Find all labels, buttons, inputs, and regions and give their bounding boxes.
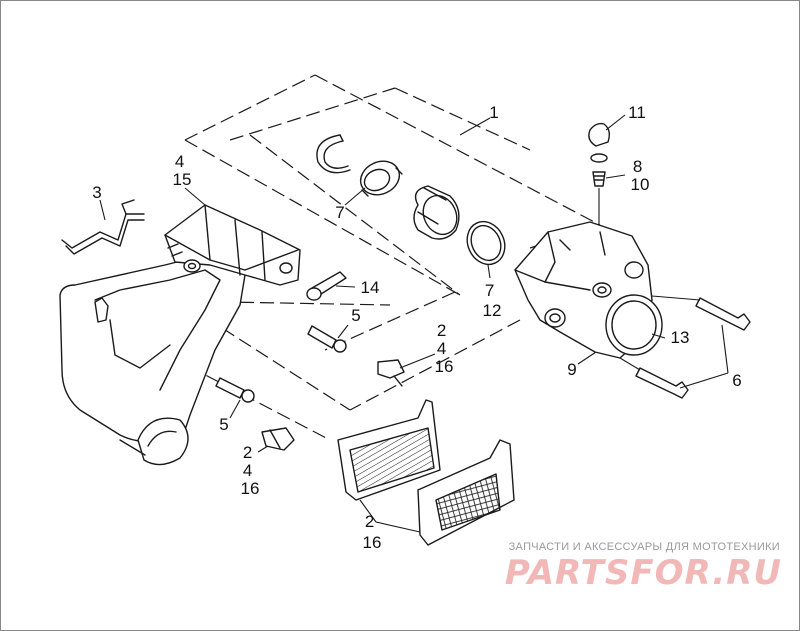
callout-1: 1 <box>489 103 498 122</box>
part-guide-pin <box>306 271 347 301</box>
callout-labels: 1 4 15 3 11 8 10 7 7 12 14 5 2 4 16 13 9… <box>92 103 741 552</box>
callout-6: 6 <box>732 371 741 390</box>
watermark-brand-logo: PARTSFOR.RU <box>505 553 782 593</box>
part-retaining-ring <box>316 134 351 174</box>
callout-7-12: 7 12 <box>483 281 502 320</box>
callout-7-dust-seal: 7 <box>335 203 344 222</box>
callout-4-15: 4 15 <box>173 152 192 189</box>
callout-13: 13 <box>671 328 690 347</box>
part-bushing-lower <box>215 377 255 403</box>
part-caliper-bracket <box>59 254 246 466</box>
callout-3: 3 <box>92 183 101 202</box>
part-pad-carrier <box>164 204 301 286</box>
callout-8-10: 8 10 <box>631 157 650 194</box>
watermark: ЗАПЧАСТИ И АКСЕССУАРЫ ДЛЯ МОТОТЕХНИКИ PA… <box>505 541 782 593</box>
callout-5-upper: 5 <box>351 306 360 325</box>
part-brake-pad-outer <box>417 439 515 546</box>
part-bushing-upper <box>307 325 347 353</box>
callout-14: 14 <box>361 278 380 297</box>
callout-2-4-16-upper: 2 4 16 <box>435 321 454 376</box>
part-piston <box>413 185 460 240</box>
part-pad-clip-lower <box>261 427 295 451</box>
callout-11: 11 <box>628 103 646 122</box>
part-spring-clip <box>61 199 145 255</box>
callout-leaders <box>99 114 729 533</box>
part-piston-seal <box>466 220 506 266</box>
watermark-tagline: ЗАПЧАСТИ И АКСЕССУАРЫ ДЛЯ МОТОТЕХНИКИ <box>509 541 780 553</box>
part-brake-pad-inner <box>337 399 441 501</box>
part-pad-clip-upper <box>377 359 405 387</box>
part-bleeder-cap <box>588 122 611 163</box>
callout-2-4-16-lower: 2 4 16 <box>241 443 260 498</box>
part-dust-seal <box>359 160 403 197</box>
callout-9: 9 <box>567 360 576 379</box>
callout-2-16: 2 16 <box>363 512 382 552</box>
part-mounting-bolts <box>619 295 751 399</box>
callout-5-lower: 5 <box>219 415 228 434</box>
part-caliper-body <box>514 221 663 359</box>
